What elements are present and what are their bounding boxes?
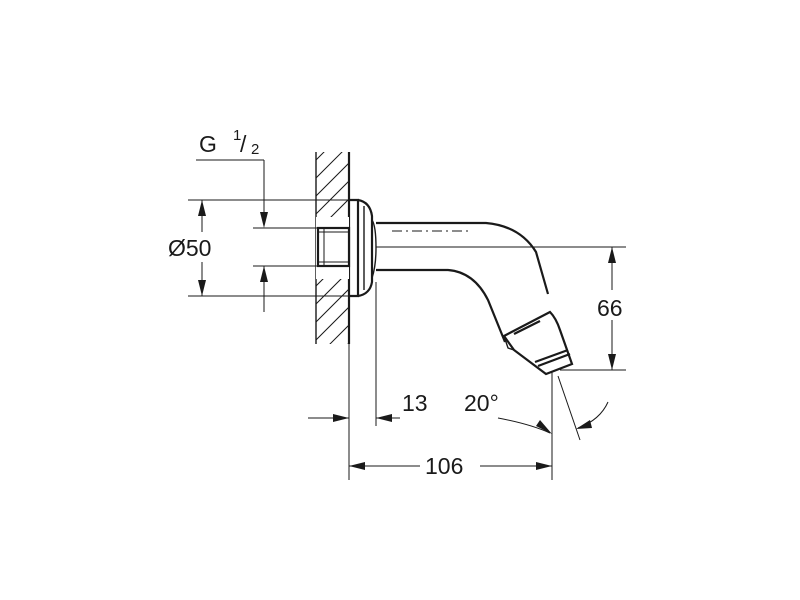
thread-label-slash: / <box>240 131 247 157</box>
dimension-diameter: Ø50 <box>164 199 349 297</box>
thread-label-numerator: 1 <box>233 127 241 144</box>
dimension-length: 106 <box>349 450 552 480</box>
diameter-label: Ø50 <box>168 235 211 261</box>
rosette-flange <box>349 198 377 298</box>
spout-body <box>376 221 550 343</box>
aerator-head <box>502 310 574 376</box>
thread-arrow-bottom <box>260 266 268 282</box>
dimension-angle: 20° <box>464 372 609 480</box>
dimension-thread: G 1 / 2 <box>196 127 318 312</box>
wall-offset-label: 13 <box>402 390 428 416</box>
angle-label: 20° <box>464 390 499 416</box>
length-label: 106 <box>425 453 463 479</box>
thread-connector <box>316 217 351 279</box>
thread-label-denominator: 2 <box>251 141 259 158</box>
height-label: 66 <box>597 295 623 321</box>
dimension-height: 66 <box>376 246 634 371</box>
thread-arrow-top <box>260 212 268 228</box>
thread-label-g: G <box>199 131 217 157</box>
dimension-wall-offset: 13 <box>308 282 428 480</box>
